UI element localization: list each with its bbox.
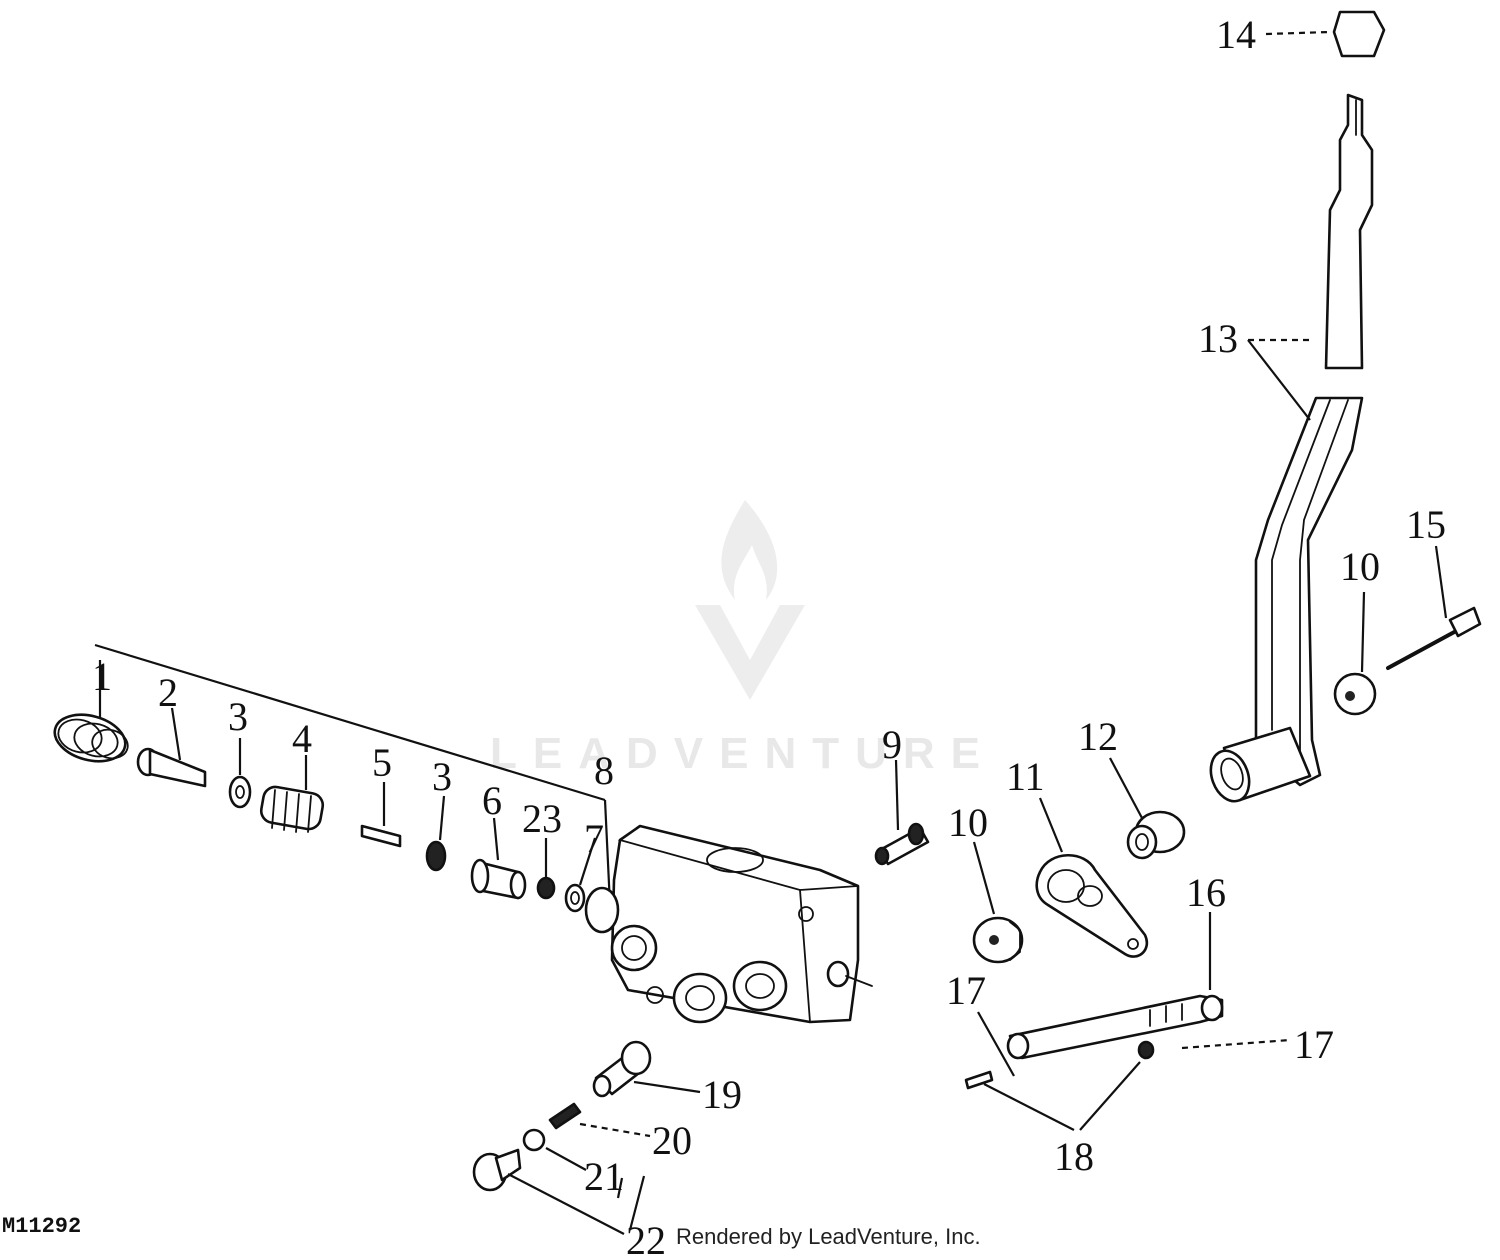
part-22	[472, 1148, 646, 1235]
callout-11: 11	[1006, 754, 1045, 799]
callout-6: 6	[482, 778, 502, 823]
part-14	[1265, 10, 1386, 58]
part-3b	[425, 795, 447, 872]
callout-3b: 3	[432, 754, 452, 799]
v-logo-icon	[695, 605, 805, 700]
part-15	[1386, 545, 1482, 670]
part-7	[564, 837, 597, 913]
callout-14: 14	[1216, 12, 1256, 57]
part-10a	[972, 841, 1024, 964]
callout-labels: 1 2 3 4 5 3 6 23 7 8 9 10 11 12 10 15 13…	[92, 12, 1446, 1260]
part-10b	[1333, 591, 1377, 716]
callout-2: 2	[158, 670, 178, 715]
callout-15: 15	[1406, 502, 1446, 547]
part-13-lever	[1209, 93, 1374, 803]
callout-9: 9	[882, 722, 902, 767]
callout-23: 23	[522, 796, 562, 841]
callout-5: 5	[372, 740, 392, 785]
part-2	[136, 707, 207, 788]
part-18	[964, 1040, 1155, 1131]
leader-17a	[977, 1011, 1015, 1077]
part-16	[1006, 912, 1224, 1060]
callout-19: 19	[702, 1072, 742, 1117]
callout-10a: 10	[948, 800, 988, 845]
part-21	[522, 1128, 587, 1171]
figure-id: M11292	[2, 1214, 82, 1239]
part-8-valve-body	[584, 824, 873, 1024]
callout-4: 4	[292, 716, 312, 761]
callout-20: 20	[652, 1118, 692, 1163]
callout-17a: 17	[946, 968, 986, 1013]
leader-line-8	[603, 799, 612, 906]
part-11	[1035, 797, 1148, 958]
render-credit: Rendered by LeadVenture, Inc.	[676, 1224, 981, 1249]
callout-16: 16	[1186, 870, 1226, 915]
callout-10b: 10	[1340, 544, 1380, 589]
part-1	[53, 660, 129, 763]
callout-22: 22	[626, 1218, 666, 1260]
callout-13: 13	[1198, 316, 1238, 361]
part-4	[259, 755, 325, 833]
watermark: LEADVENTURE	[490, 500, 996, 778]
leader-line-assembly	[94, 643, 606, 802]
part-6	[470, 817, 527, 900]
callout-3a: 3	[228, 694, 248, 739]
part-3a	[228, 738, 252, 809]
part-23	[536, 838, 556, 900]
callout-1: 1	[92, 654, 112, 699]
watermark-text: LEADVENTURE	[490, 729, 996, 778]
part-5	[360, 782, 402, 848]
callout-7: 7	[584, 816, 604, 861]
part-9	[874, 759, 930, 866]
part-19	[592, 1040, 701, 1098]
part-20	[548, 1102, 651, 1138]
leader-17b	[1181, 1038, 1291, 1050]
callout-18: 18	[1054, 1134, 1094, 1179]
callout-12: 12	[1078, 714, 1118, 759]
callout-21: 21	[584, 1154, 624, 1199]
flame-logo-icon	[721, 500, 778, 600]
callout-17b: 17	[1294, 1022, 1334, 1067]
part-12	[1109, 757, 1186, 860]
callout-8: 8	[594, 748, 614, 793]
